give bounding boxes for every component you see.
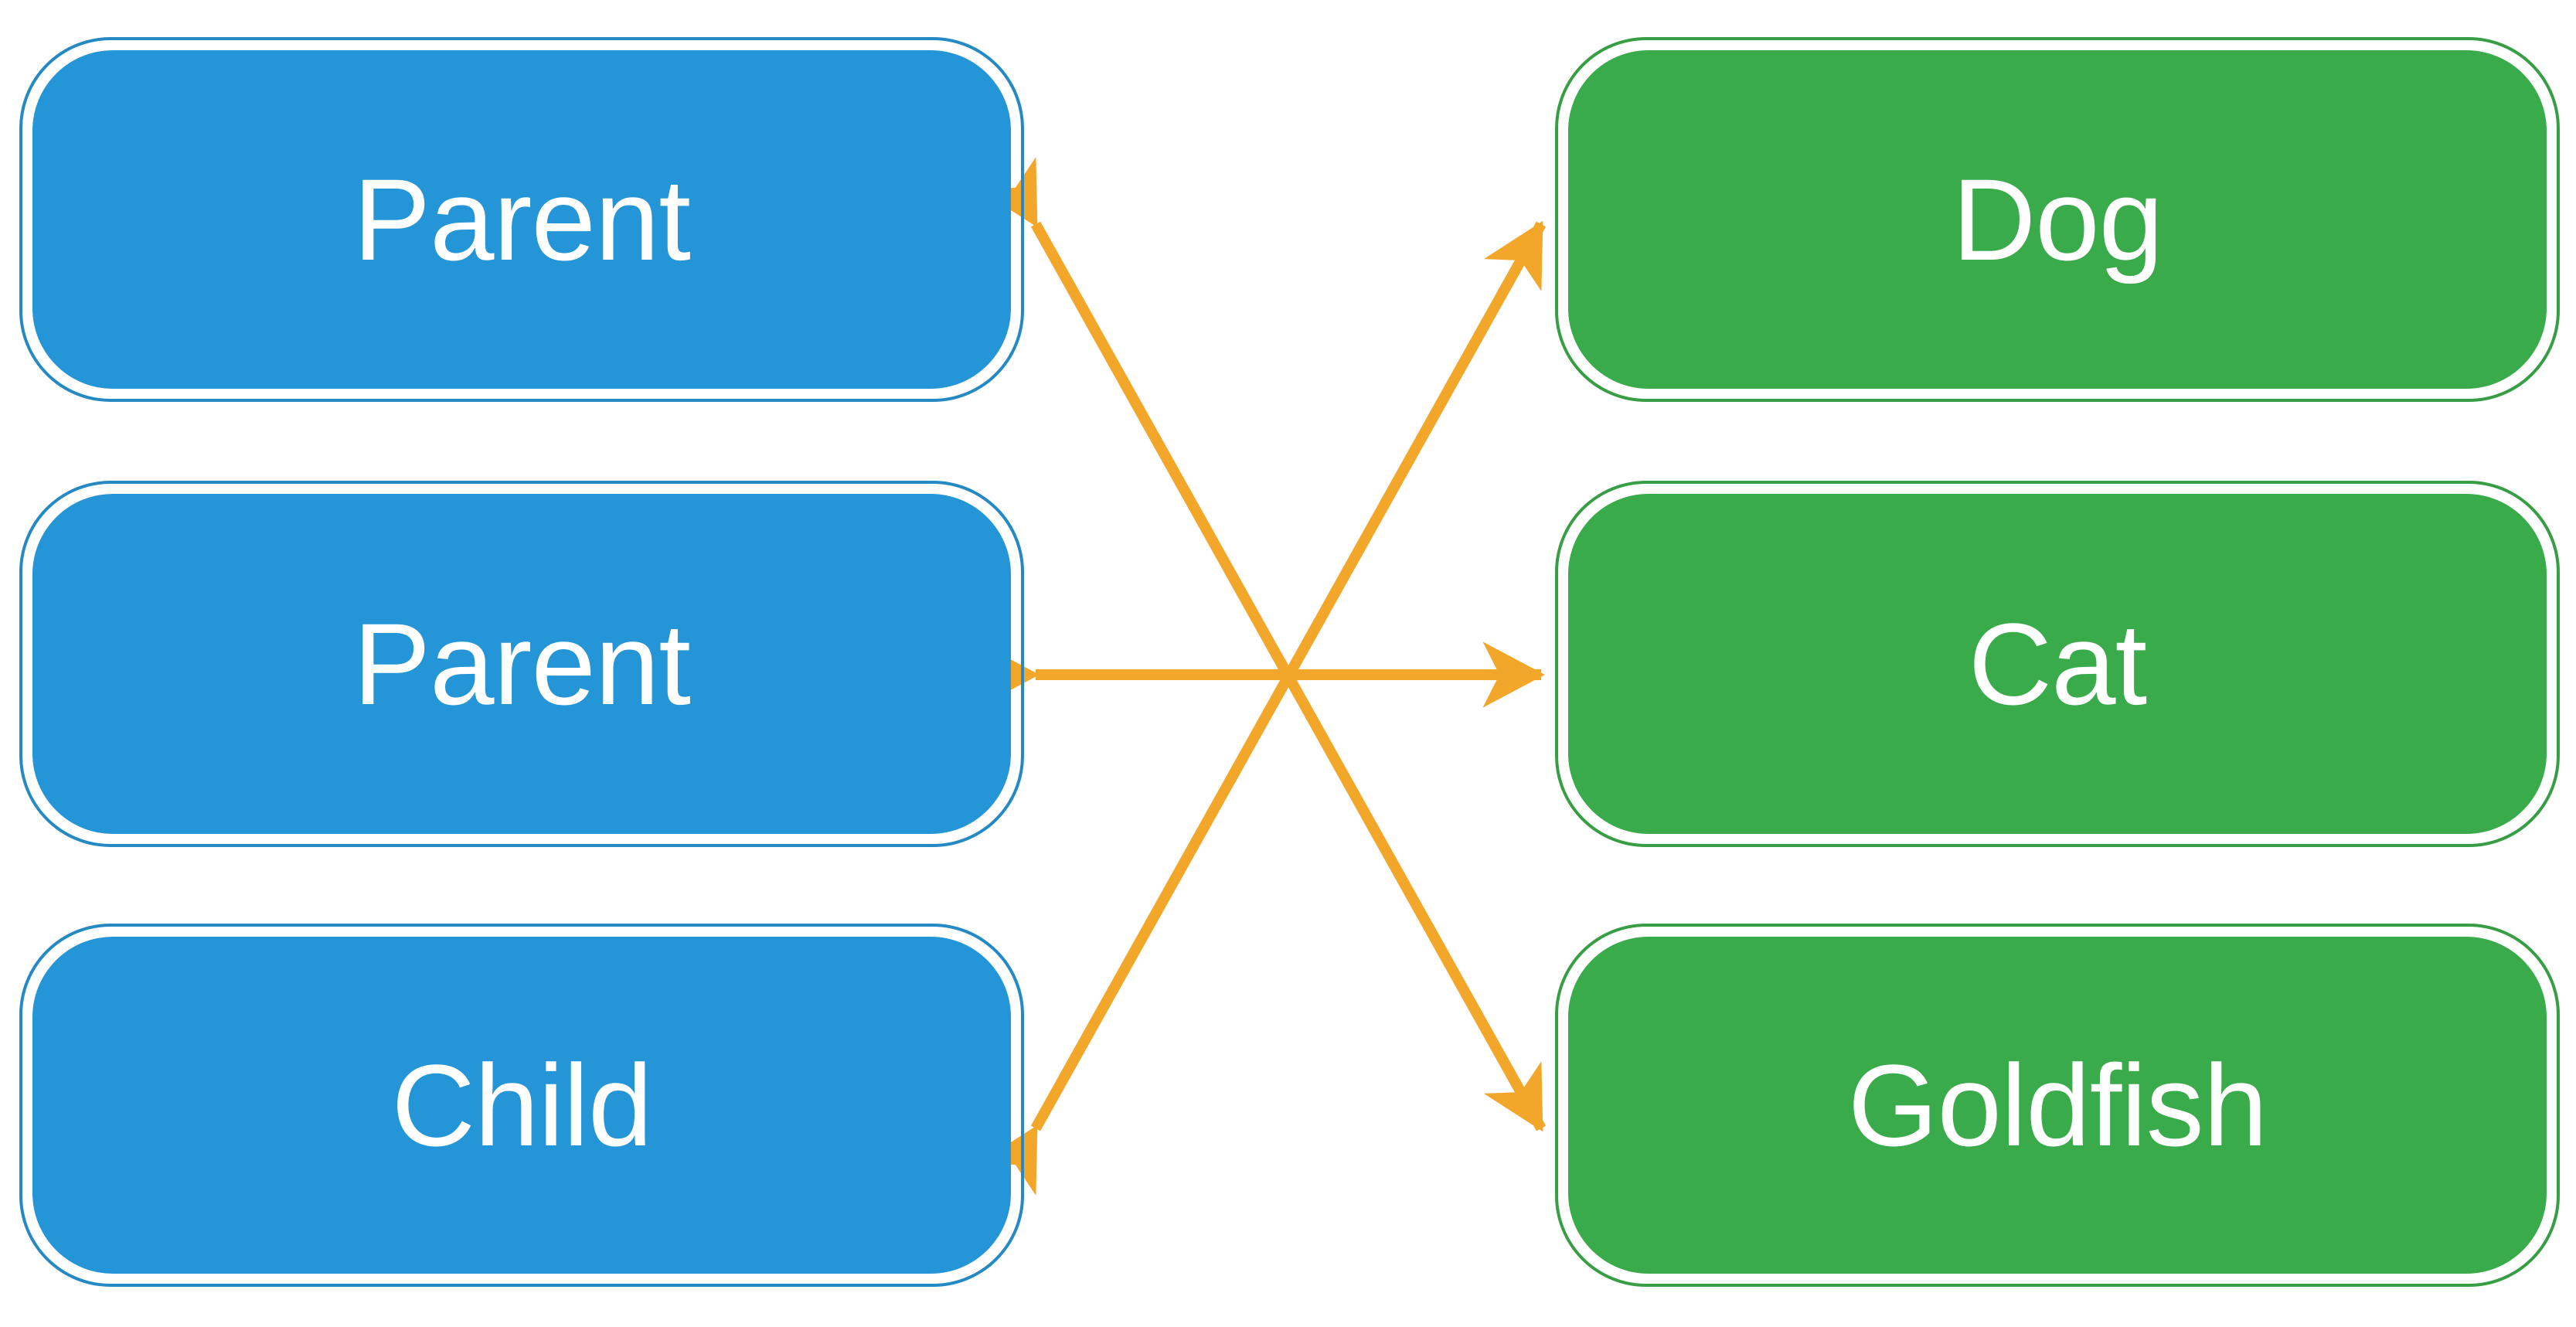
- node-child-1-body: Child: [32, 937, 1011, 1274]
- node-parent-1-body: Parent: [32, 50, 1011, 389]
- node-goldfish[interactable]: Goldfish: [1555, 924, 2560, 1287]
- node-goldfish-body: Goldfish: [1568, 937, 2547, 1274]
- node-cat-label: Cat: [1968, 599, 2147, 729]
- node-child-1-label: Child: [391, 1040, 653, 1170]
- node-parent-2-label: Parent: [353, 599, 691, 729]
- node-parent-1-label: Parent: [353, 155, 691, 284]
- node-dog-label: Dog: [1952, 155, 2163, 284]
- node-parent-1[interactable]: Parent: [19, 37, 1024, 402]
- node-dog-body: Dog: [1568, 50, 2547, 389]
- node-goldfish-label: Goldfish: [1847, 1040, 2268, 1170]
- node-parent-2-body: Parent: [32, 494, 1011, 834]
- connector-child-dog[interactable]: [978, 220, 1547, 1196]
- node-parent-2[interactable]: Parent: [19, 481, 1024, 847]
- node-cat-body: Cat: [1568, 494, 2547, 834]
- node-dog[interactable]: Dog: [1555, 37, 2560, 402]
- node-cat[interactable]: Cat: [1555, 481, 2560, 847]
- node-child-1[interactable]: Child: [19, 924, 1024, 1287]
